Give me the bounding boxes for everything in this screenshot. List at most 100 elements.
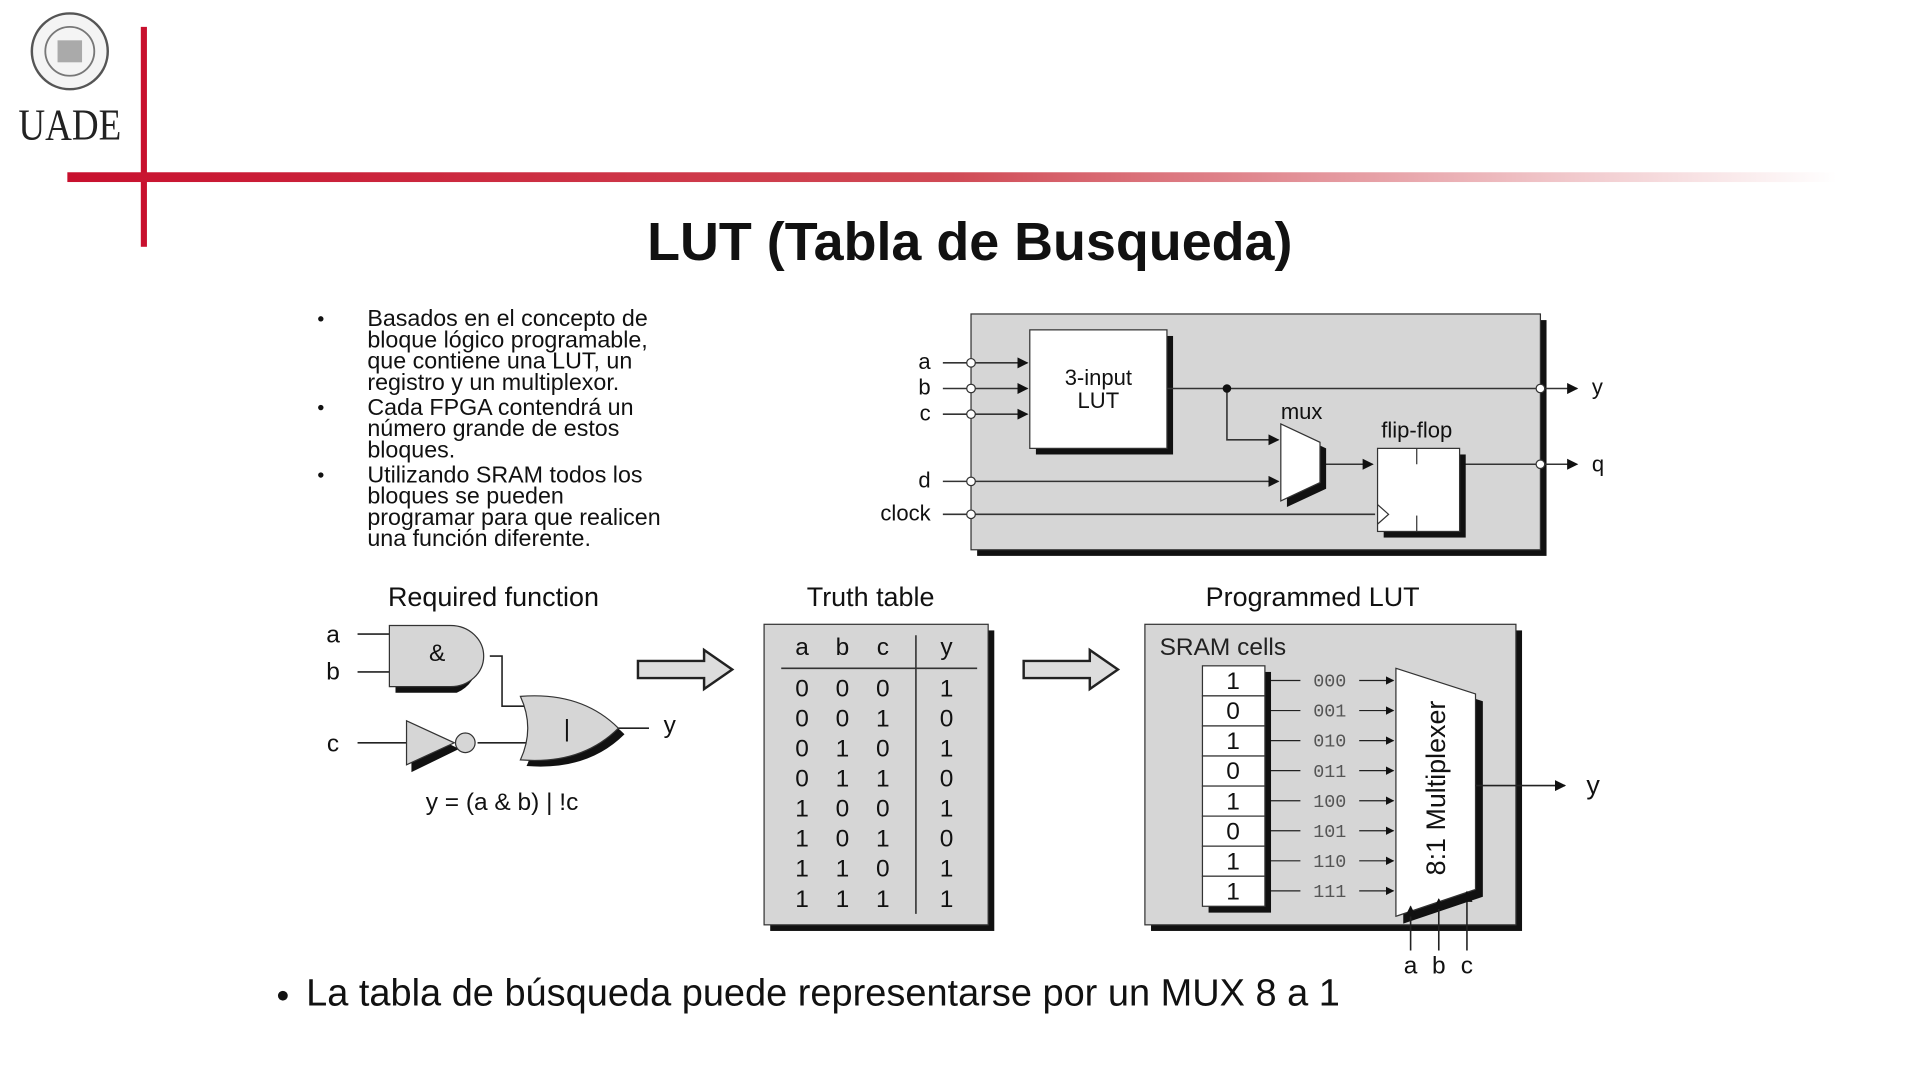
required-function-title: Required function (388, 582, 599, 612)
address-label: 010 (1313, 732, 1346, 753)
bullet-line: número grande de estos (367, 415, 619, 441)
truth-table-cell: 1 (795, 886, 809, 913)
output-label-y: y (1592, 375, 1603, 400)
flow-arrow-icon (636, 647, 735, 692)
truth-table-cell: 1 (795, 796, 809, 823)
footer-bullet: La tabla de búsqueda puede representarse… (306, 973, 1340, 1015)
truth-table-cell: 0 (836, 705, 850, 732)
truth-table-cell: 1 (876, 886, 890, 913)
equation: y = (a & b) | !c (426, 789, 579, 816)
address-label: 011 (1313, 762, 1346, 783)
lut-output-y: y (1586, 770, 1600, 800)
truth-table-header: b (836, 634, 850, 661)
select-b: b (1432, 953, 1446, 980)
truth-table-header: c (877, 634, 889, 661)
truth-table-cell: 1 (876, 766, 890, 793)
logo-text: UADE (18, 100, 121, 149)
sram-cell-value: 1 (1226, 728, 1240, 755)
bullet-dot (318, 472, 324, 478)
sram-cell-value: 1 (1226, 788, 1240, 815)
bullet-line: programar para que realicen (367, 504, 660, 530)
bullet-dot (318, 316, 324, 322)
truth-table-cell: 0 (836, 675, 850, 702)
sram-cell (1201, 785, 1266, 817)
lut-label: 3-input (1065, 365, 1132, 390)
address-label: 110 (1313, 852, 1346, 873)
truth-table-cell: 0 (876, 736, 890, 763)
truth-table-cell: 0 (795, 736, 809, 763)
address-label: 100 (1313, 792, 1346, 813)
truth-table-cell: 0 (876, 796, 890, 823)
truth-table-cell: 1 (836, 886, 850, 913)
output-y: y (664, 712, 677, 739)
bullet-dot (277, 990, 288, 1001)
bullet-line: registro y un multiplexor. (367, 369, 619, 395)
truth-table-header: y (940, 634, 953, 661)
required-function: Required function a b c & | y y = (a & b… (326, 582, 676, 816)
truth-table-cell: 0 (795, 675, 809, 702)
address-label: 001 (1313, 702, 1346, 723)
sram-cell-value: 1 (1226, 848, 1240, 875)
truth-table-cell: 0 (795, 766, 809, 793)
bullet-line: bloques. (367, 436, 455, 462)
input-label-clock: clock (880, 500, 931, 525)
truth-table-cell: 1 (876, 705, 890, 732)
truth-table-title: Truth table (807, 582, 935, 612)
bullet-dot (318, 404, 324, 411)
select-a: a (1404, 953, 1418, 980)
accent-bar-vertical (140, 26, 147, 247)
flip-flop-label: flip-flop (1381, 417, 1452, 442)
sram-cell-value: 0 (1226, 818, 1240, 845)
truth-table-cell: 1 (940, 856, 954, 883)
sram-cell-value: 0 (1226, 698, 1240, 725)
bullet-line: bloques se pueden (367, 483, 563, 509)
programmed-lut: Programmed LUT SRAM cells 8:1 Multiplexe… (1144, 582, 1600, 980)
lut-label: LUT (1078, 388, 1120, 413)
truth-table-cell: 1 (940, 796, 954, 823)
input-c: c (327, 730, 339, 757)
truth-table-cell: 0 (876, 856, 890, 883)
truth-table-cell: 0 (940, 705, 954, 732)
sram-cell (1201, 755, 1266, 787)
logic-block-diagram: 3-input LUT mux flip-flop a b c d (880, 313, 1604, 556)
sram-cell (1201, 875, 1266, 907)
sram-cell (1201, 815, 1266, 847)
flip-flop-box (1376, 447, 1461, 533)
input-label-a: a (918, 349, 931, 374)
programmed-lut-title: Programmed LUT (1206, 582, 1420, 612)
bullet-line: Utilizando SRAM todos los (367, 461, 642, 487)
truth-table-cell: 1 (836, 766, 850, 793)
and-gate (388, 624, 485, 688)
sram-cell (1201, 845, 1266, 877)
address-label: 111 (1313, 882, 1346, 903)
input-label-d: d (918, 467, 930, 492)
sram-cell (1201, 725, 1266, 757)
select-c: c (1461, 953, 1473, 980)
sram-cell-value: 1 (1226, 668, 1240, 695)
output-label-q: q (1592, 452, 1604, 477)
and-symbol: & (429, 640, 445, 667)
truth-table-cell: 1 (836, 856, 850, 883)
page-title: LUT (Tabla de Busqueda) (647, 212, 1292, 272)
truth-table-cell: 1 (940, 736, 954, 763)
input-label-b: b (918, 375, 930, 400)
truth-table-cell: 1 (876, 826, 890, 853)
truth-table-cell: 0 (940, 826, 954, 853)
multiplexer-shape (1395, 667, 1477, 918)
lut-box (1029, 329, 1168, 449)
or-gate (519, 695, 620, 762)
sram-cell (1201, 665, 1266, 697)
input-label-c: c (920, 400, 931, 425)
input-a: a (326, 622, 340, 649)
mux-shape (1280, 422, 1321, 502)
not-gate (405, 719, 456, 766)
bullet-line: una función diferente. (367, 525, 591, 551)
bullet-line: Cada FPGA contendrá un (367, 394, 633, 420)
sram-label: SRAM cells (1160, 634, 1287, 661)
or-symbol: | (564, 716, 570, 743)
uade-logo: UADE (18, 12, 121, 149)
bullet-line: que contiene una LUT, un (367, 348, 632, 374)
input-b: b (326, 658, 340, 685)
